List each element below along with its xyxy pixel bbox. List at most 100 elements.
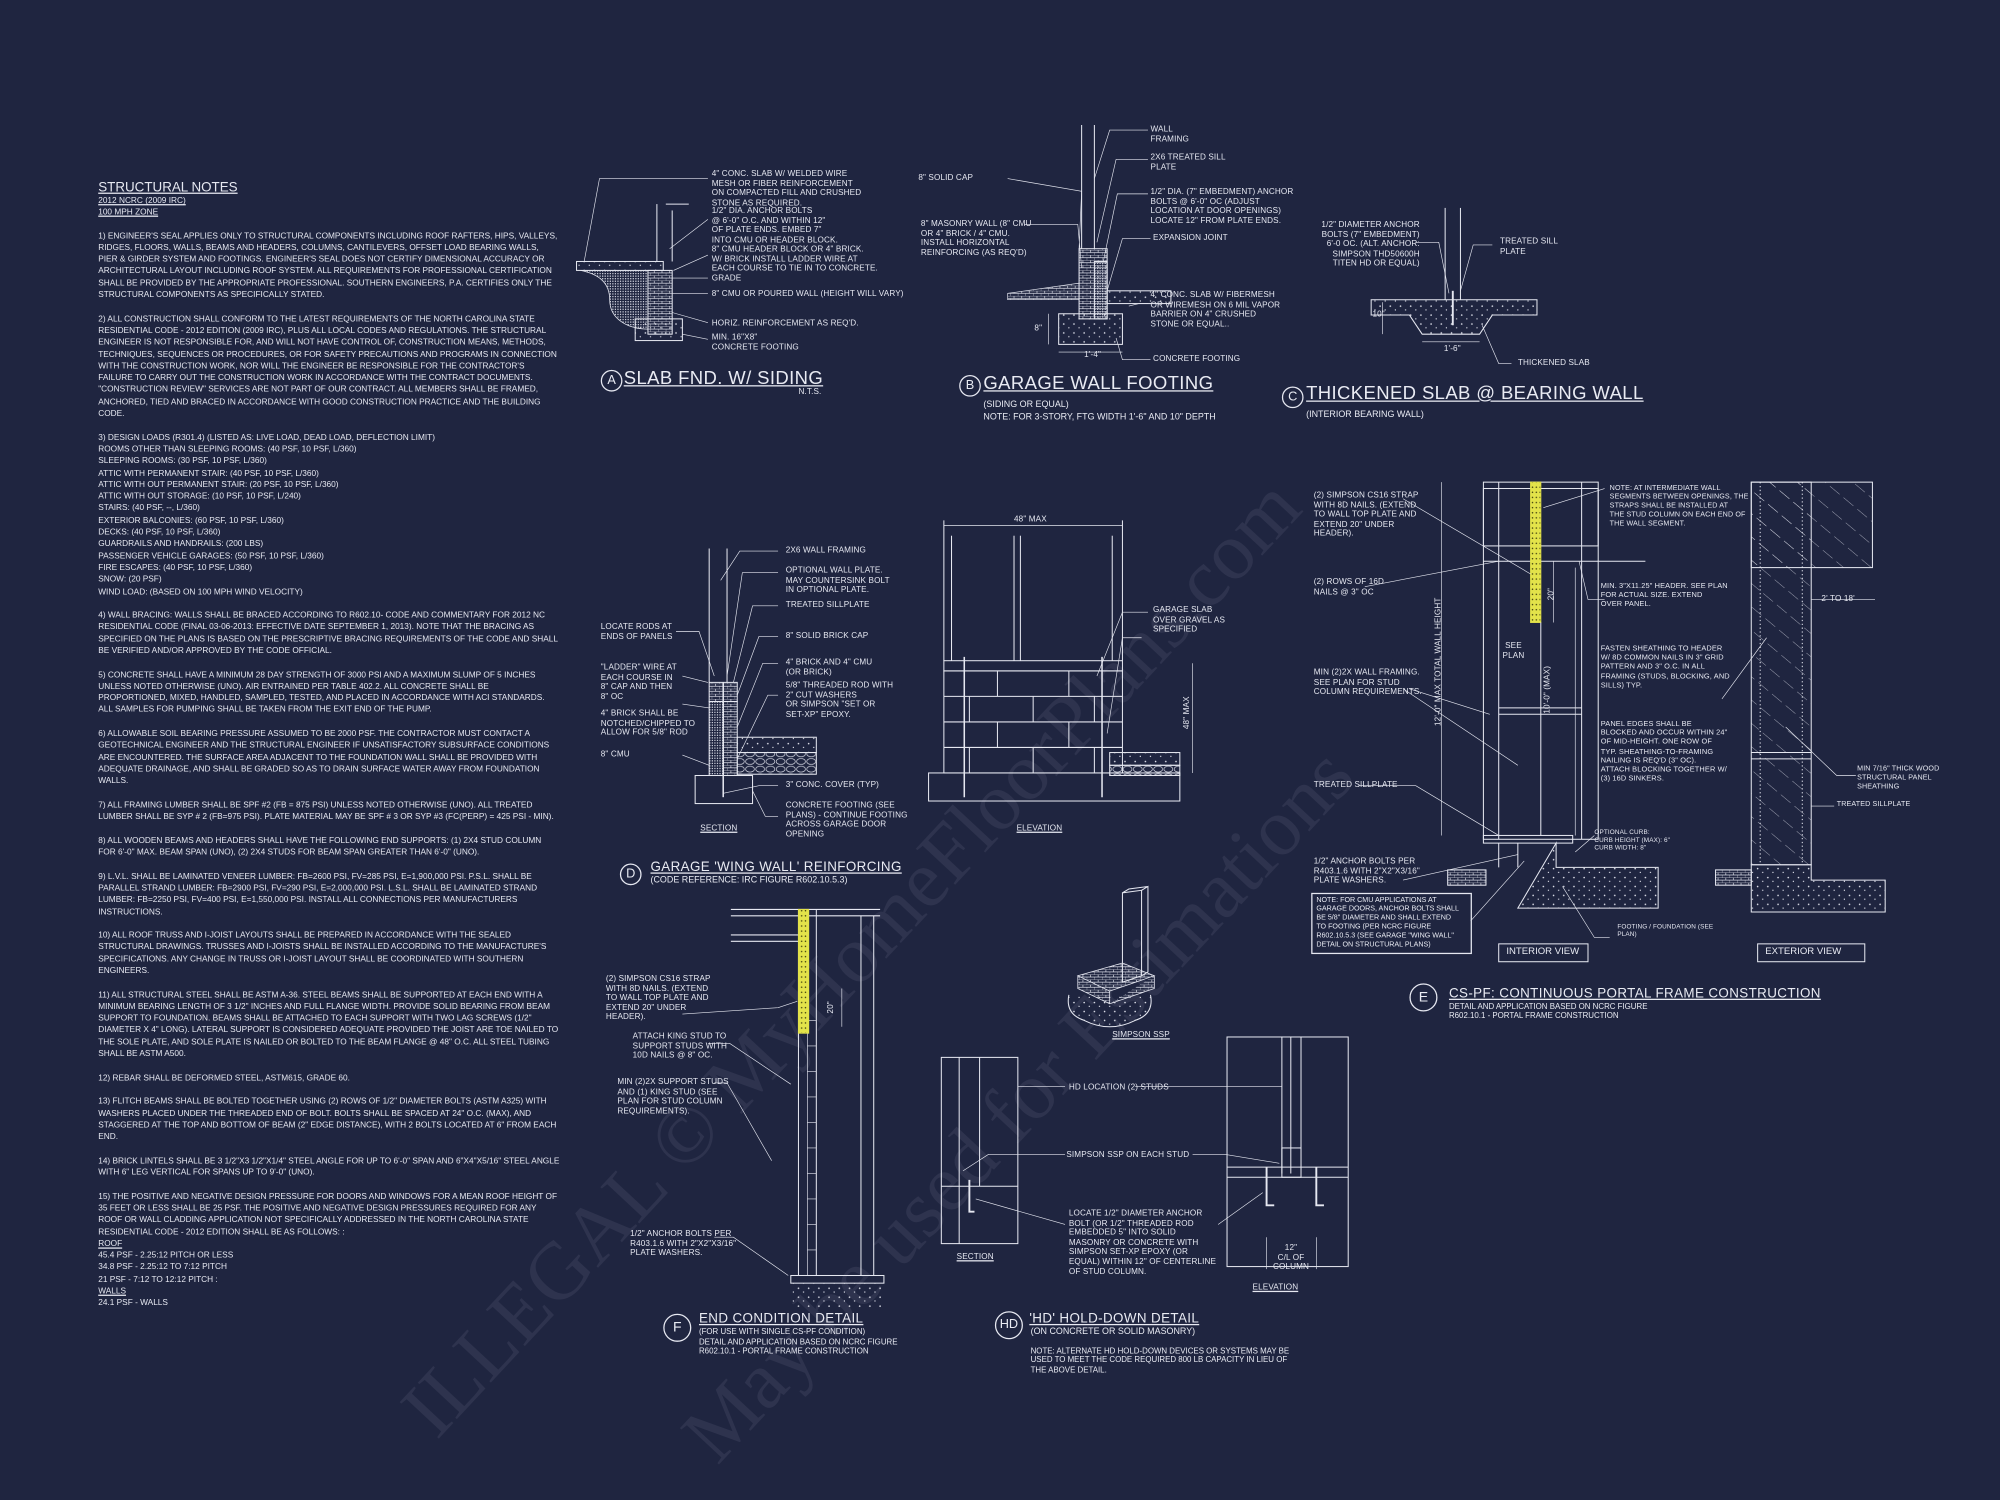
note-11: 11) ALL STRUCTURAL STEEL SHALL BE ASTM A… [98,990,559,1059]
note-1: 1) ENGINEER'S SEAL APPLIES ONLY TO STRUC… [98,231,558,300]
detail-e-label: MIN. 3"x11.25" HEADER. SEE PLAN FOR ACTU… [1600,582,1728,609]
detail-b-label: EXPANSION JOINT [1153,233,1228,243]
detail-c-label: TREATED SILL PLATE [1499,237,1559,256]
detail-e-label: 1/2" ANCHOR BOLTS PER R403.1.6 WITH 2"x2… [1313,857,1420,886]
detail-c-label: 1/2" DIAMETER ANCHOR BOLTS (7" EMBEDMENT… [1321,220,1420,269]
detail-b-subtitle: (SIDING OR EQUAL) [983,400,1069,410]
detail-d-title: GARAGE 'WING WALL' REINFORCING [650,859,902,875]
note-10: 10) ALL ROOF TRUSS AND I-JOIST LAYOUTS S… [98,931,547,976]
detail-a-title: SLAB FND. W/ SIDING [623,368,824,390]
load-line: SNOW: (20 PSF) [98,575,162,585]
note-9: 9) L.V.L. SHALL BE LAMINATED VENEER LUMB… [98,871,538,917]
roof-line: 34.8 PSF - 2.25:12 TO 7:12 PITCH [98,1263,227,1273]
detail-f-label: 1/2" ANCHOR BOLTS PER R403.1.6 WITH 2"x2… [630,1229,737,1258]
detail-e-dim: 12'-0" MAX TOTAL WALL HEIGHT [1433,597,1443,726]
notes-zone: 100 mph ZONE [98,208,159,218]
detail-e-title: CS-PF: CONTINUOUS PORTAL FRAME CONSTRUCT… [1448,985,1821,1002]
detail-d-label: 8" CMU [600,749,630,759]
detail-hd-label: LOCATE 1/2" DIAMETER ANCHOR BOLT (OR 1/2… [1068,1209,1217,1277]
detail-c-dim: 1'-6" [1443,344,1461,354]
detail-d-subtitle: (CODE REFERENCE: IRC FIGURE R602.10.5.3) [650,876,848,886]
load-line: ATTIC WITH OUT STORAGE: (10 PSF, 10 PSF,… [98,492,301,502]
load-line: WIND LOAD: (BASED ON 100 MPH WIND VELOCI… [98,587,303,597]
detail-e-label: NOTE: AT INTERMEDIATE WALL SEGMENTS BETW… [1609,484,1749,529]
detail-hd-note: NOTE: ALTERNATE HD HOLD-DOWN DEVICES OR … [1030,1346,1290,1375]
walls-heading: WALLS [98,1286,127,1296]
load-line: 3) DESIGN LOADS (R301.4) (LISTED AS: LIV… [98,433,436,443]
structural-notes: STRUCTURAL NOTES 2012 NCRC (2009 IRC) 10… [98,180,560,1310]
detail-e-label: TREATED SILLPLATE [1313,780,1398,790]
load-line: SLEEPING ROOMS: (30 PSF, 10 PSF, L/360) [98,456,267,466]
detail-hd-subtitle: (ON CONCRETE OR SOLID MASONRY) [1030,1327,1196,1337]
detail-f-title: END CONDITION DETAIL [698,1311,864,1327]
detail-e-exterior-drawing [1715,481,1886,963]
detail-b-drawing [1007,124,1172,361]
note-4: 4) WALL BRACING: WALLS SHALL BE BRACED A… [98,611,558,656]
detail-e-marker: E [1409,983,1438,1012]
detail-b-label: 8" MASONRY WALL (8" CMU OR 4" BRICK / 4"… [920,219,1032,258]
load-line: GUARDRAILS AND HANDRAILS: (200 LBS) [98,539,264,549]
detail-a-label: MIN. 16"X8" CONCRETE FOOTING [711,332,799,352]
note-14: 14) BRICK LINTELS SHALL BE 3 1/2"x3 1/2"… [98,1156,560,1178]
detail-b-label: 4" CONC. SLAB w/ FIBERMESH OR WIREMESH O… [1150,290,1281,329]
detail-e-label: (2) ROWS OF 16d NAILS @ 3" OC [1313,577,1385,597]
detail-d-label: 3" CONC. COVER (TYP) [785,780,880,790]
detail-b-note: NOTE: FOR 3-STORY, FTG WIDTH 1'-6" AND 1… [983,413,1216,423]
roof-line: 21 PSF - 7:12 TO 12:12 PITCH : [98,1275,218,1285]
detail-b-label: 2x6 TREATED SILL PLATE [1150,153,1226,172]
detail-c-marker: C [1281,386,1304,409]
detail-d-label: GARAGE SLAB OVER GRAVEL AS SPECIFIED [1153,605,1226,635]
detail-b-marker: B [959,374,981,397]
detail-d-label: 4" BRICK SHALL BE NOTCHED/CHIPPED TO ALL… [600,709,696,738]
detail-hd-dim: 12" C/L OF COLUMN [1272,1243,1310,1272]
simpson-ssp-label: SIMPSON SSP [1112,1030,1170,1040]
detail-e-label: MIN 7/16" THICK WOOD STRUCTURAL PANEL SH… [1857,765,1940,791]
detail-a-label: 8" CMU HEADER BLOCK OR 4" BRICK. W/ BRIC… [711,244,878,274]
note-15: 15) THE POSITIVE AND NEGATIVE DESIGN PRE… [98,1192,558,1237]
detail-e-label: OPTIONAL CURB: CURB HEIGHT (MAX): 6" CUR… [1594,829,1671,853]
detail-b-dim: 1'-4" [1084,350,1102,360]
detail-f-dim: 20" [826,1001,836,1014]
detail-a-scale: N.T.S. [798,387,822,397]
detail-d-label: LOCATE RODS AT ENDS OF PANELS [600,622,673,642]
note-6: 6) ALLOWABLE SOIL BEARING PRESSURE ASSUM… [98,729,550,787]
detail-hd-drawing [940,1036,1349,1270]
note-8: 8) ALL WOODEN BEAMS AND HEADERS SHALL HA… [98,836,542,858]
note-3: 3) DESIGN LOADS (R301.4) (LISTED AS: LIV… [98,432,560,598]
detail-e-note-box: NOTE: FOR CMU APPLICATIONS AT GARAGE DOO… [1311,892,1472,955]
roof-heading: ROOF [98,1239,123,1249]
detail-e-subtitle: DETAIL AND APPLICATION BASED ON NCRC FIG… [1448,1002,1648,1021]
detail-d-label: 5/8" THREADED ROD WITH 2" CUT WASHERS OR… [785,681,894,720]
detail-hd-label: HD LOCATION (2) STUDS [1068,1082,1169,1092]
detail-f-subtitle: (FOR USE WITH SINGLE CS-PF CONDITION) DE… [698,1327,898,1357]
detail-a-label: 1/2" DIA. ANCHOR BOLTS @ 6'-0" O.C. AND … [711,206,838,245]
detail-hd-title: 'HD' HOLD-DOWN DETAIL [1029,1311,1200,1327]
detail-c-subtitle: (INTERIOR BEARING WALL) [1306,410,1424,420]
interior-view-label: INTERIOR VIEW [1506,945,1580,957]
detail-d-label: 4" BRICK AND 4" CMU (OR BRICK) [785,658,873,677]
notes-code: 2012 NCRC (2009 IRC) [98,196,186,206]
detail-a-label: 4" CONC. SLAB W/ WELDED WIRE MESH OR FIB… [711,169,862,208]
detail-e-dim: 2' TO 18' [1821,594,1855,604]
detail-hd-marker: HD [994,1311,1023,1340]
detail-b-dim: 8" [1034,323,1043,333]
detail-a-label: HORIZ. REINFORCEMENT AS REQ'D. [711,318,859,328]
load-line: ATTIC WITH OUT PERMANENT STAIR: (20 PSF,… [98,480,339,490]
detail-f-label: (2) SIMPSON CS16 STRAP WITH 8d NAILS. (E… [605,974,711,1023]
detail-d-label: CONCRETE FOOTING (SEE PLANS) - CONTINUE … [785,801,908,839]
walls-line: 24.1 PSF - WALLS [98,1298,168,1308]
load-line: DECKS: (40 PSF, 10 PSF, L/360) [98,528,221,538]
load-line: ROOMS OTHER THAN SLEEPING ROOMS: (40 PSF… [98,445,357,454]
detail-hd-label: SIMPSON SSP ON EACH STUD [1066,1150,1190,1160]
note-13: 13) FLITCH BEAMS SHALL BE BOLTED TOGETHE… [98,1097,557,1142]
detail-f-label: MIN (2)2X SUPPORT STUDS AND (1) KING STU… [617,1077,729,1116]
detail-hd-elevation-label: ELEVATION [1252,1283,1299,1293]
detail-d-dim: 48" MAX [1014,515,1047,525]
detail-e-label: FASTEN SHEATHING TO HEADER W/ 8d COMMON … [1600,645,1730,690]
detail-b-label: 8" SOLID CAP [918,173,974,183]
simpson-ssp-drawing [1067,885,1156,1028]
load-line: FIRE ESCAPES: (40 PSF, 10 PSF, L/360) [98,563,253,573]
detail-d-dim: 48" MAX [1182,696,1192,730]
detail-d-label: 8" SOLID BRICK CAP [785,631,869,641]
